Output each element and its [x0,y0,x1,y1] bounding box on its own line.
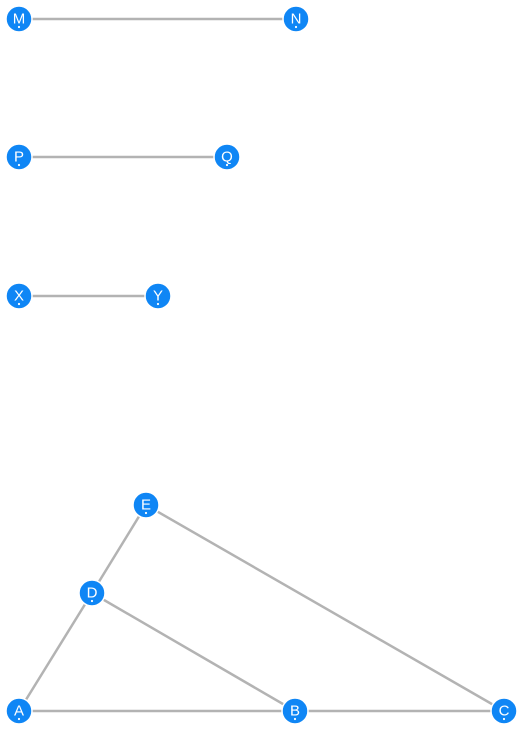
point-x[interactable]: X [5,282,33,310]
point-center-dot [90,599,94,603]
points-layer: M N P Q X Y E D A B C [5,5,518,725]
point-center-dot [294,25,298,29]
point-marker[interactable] [5,282,33,310]
point-marker[interactable] [78,579,106,607]
point-marker[interactable] [5,143,33,171]
point-d[interactable]: D [78,579,106,607]
point-center-dot [17,163,21,167]
point-center-dot [17,302,21,306]
point-y[interactable]: Y [144,282,172,310]
point-marker[interactable] [490,697,518,725]
point-center-dot [502,717,506,721]
segment-db [90,591,297,713]
point-marker[interactable] [213,143,241,171]
point-n[interactable]: N [282,5,310,33]
segment-de [90,503,148,595]
point-center-dot [17,717,21,721]
segment-ec [144,503,506,713]
point-c[interactable]: C [490,697,518,725]
point-center-dot [156,302,160,306]
point-m[interactable]: M [5,5,33,33]
point-q[interactable]: Q [213,143,241,171]
point-b[interactable]: B [281,697,309,725]
point-center-dot [144,511,148,515]
point-marker[interactable] [5,5,33,33]
point-marker[interactable] [281,697,309,725]
point-marker[interactable] [282,5,310,33]
point-marker[interactable] [132,491,160,519]
point-center-dot [225,163,229,167]
point-p[interactable]: P [5,143,33,171]
point-a[interactable]: A [5,697,33,725]
point-center-dot [17,25,21,29]
point-e[interactable]: E [132,491,160,519]
point-marker[interactable] [5,697,33,725]
segment-ad [17,591,94,713]
point-marker[interactable] [144,282,172,310]
point-center-dot [293,717,297,721]
segments-layer [17,17,506,713]
